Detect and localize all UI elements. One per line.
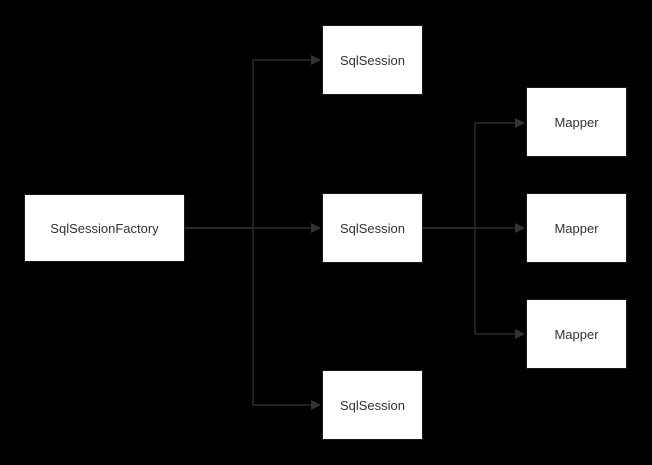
edge-factory-to-session1 xyxy=(185,55,321,229)
node-sqlsession-top[interactable]: SqlSession xyxy=(322,25,423,95)
node-mapper-middle[interactable]: Mapper xyxy=(526,193,627,263)
edge-session2-to-mapper1 xyxy=(423,118,525,229)
node-sqlsession-middle[interactable]: SqlSession xyxy=(322,193,423,263)
node-label: Mapper xyxy=(554,220,599,236)
node-label: SqlSessionFactory xyxy=(50,220,159,236)
edge-session2-to-mapper3 xyxy=(423,227,525,339)
node-sqlsession-bottom[interactable]: SqlSession xyxy=(322,370,423,440)
node-label: SqlSession xyxy=(339,220,406,236)
node-label: SqlSession xyxy=(339,397,406,413)
node-label: Mapper xyxy=(554,114,599,130)
node-mapper-bottom[interactable]: Mapper xyxy=(526,299,627,369)
node-label: SqlSession xyxy=(339,52,406,68)
node-label: Mapper xyxy=(554,326,599,342)
node-sqlsessionfactory[interactable]: SqlSessionFactory xyxy=(24,194,185,262)
node-mapper-top[interactable]: Mapper xyxy=(526,87,627,157)
edge-factory-to-session3 xyxy=(185,227,321,410)
